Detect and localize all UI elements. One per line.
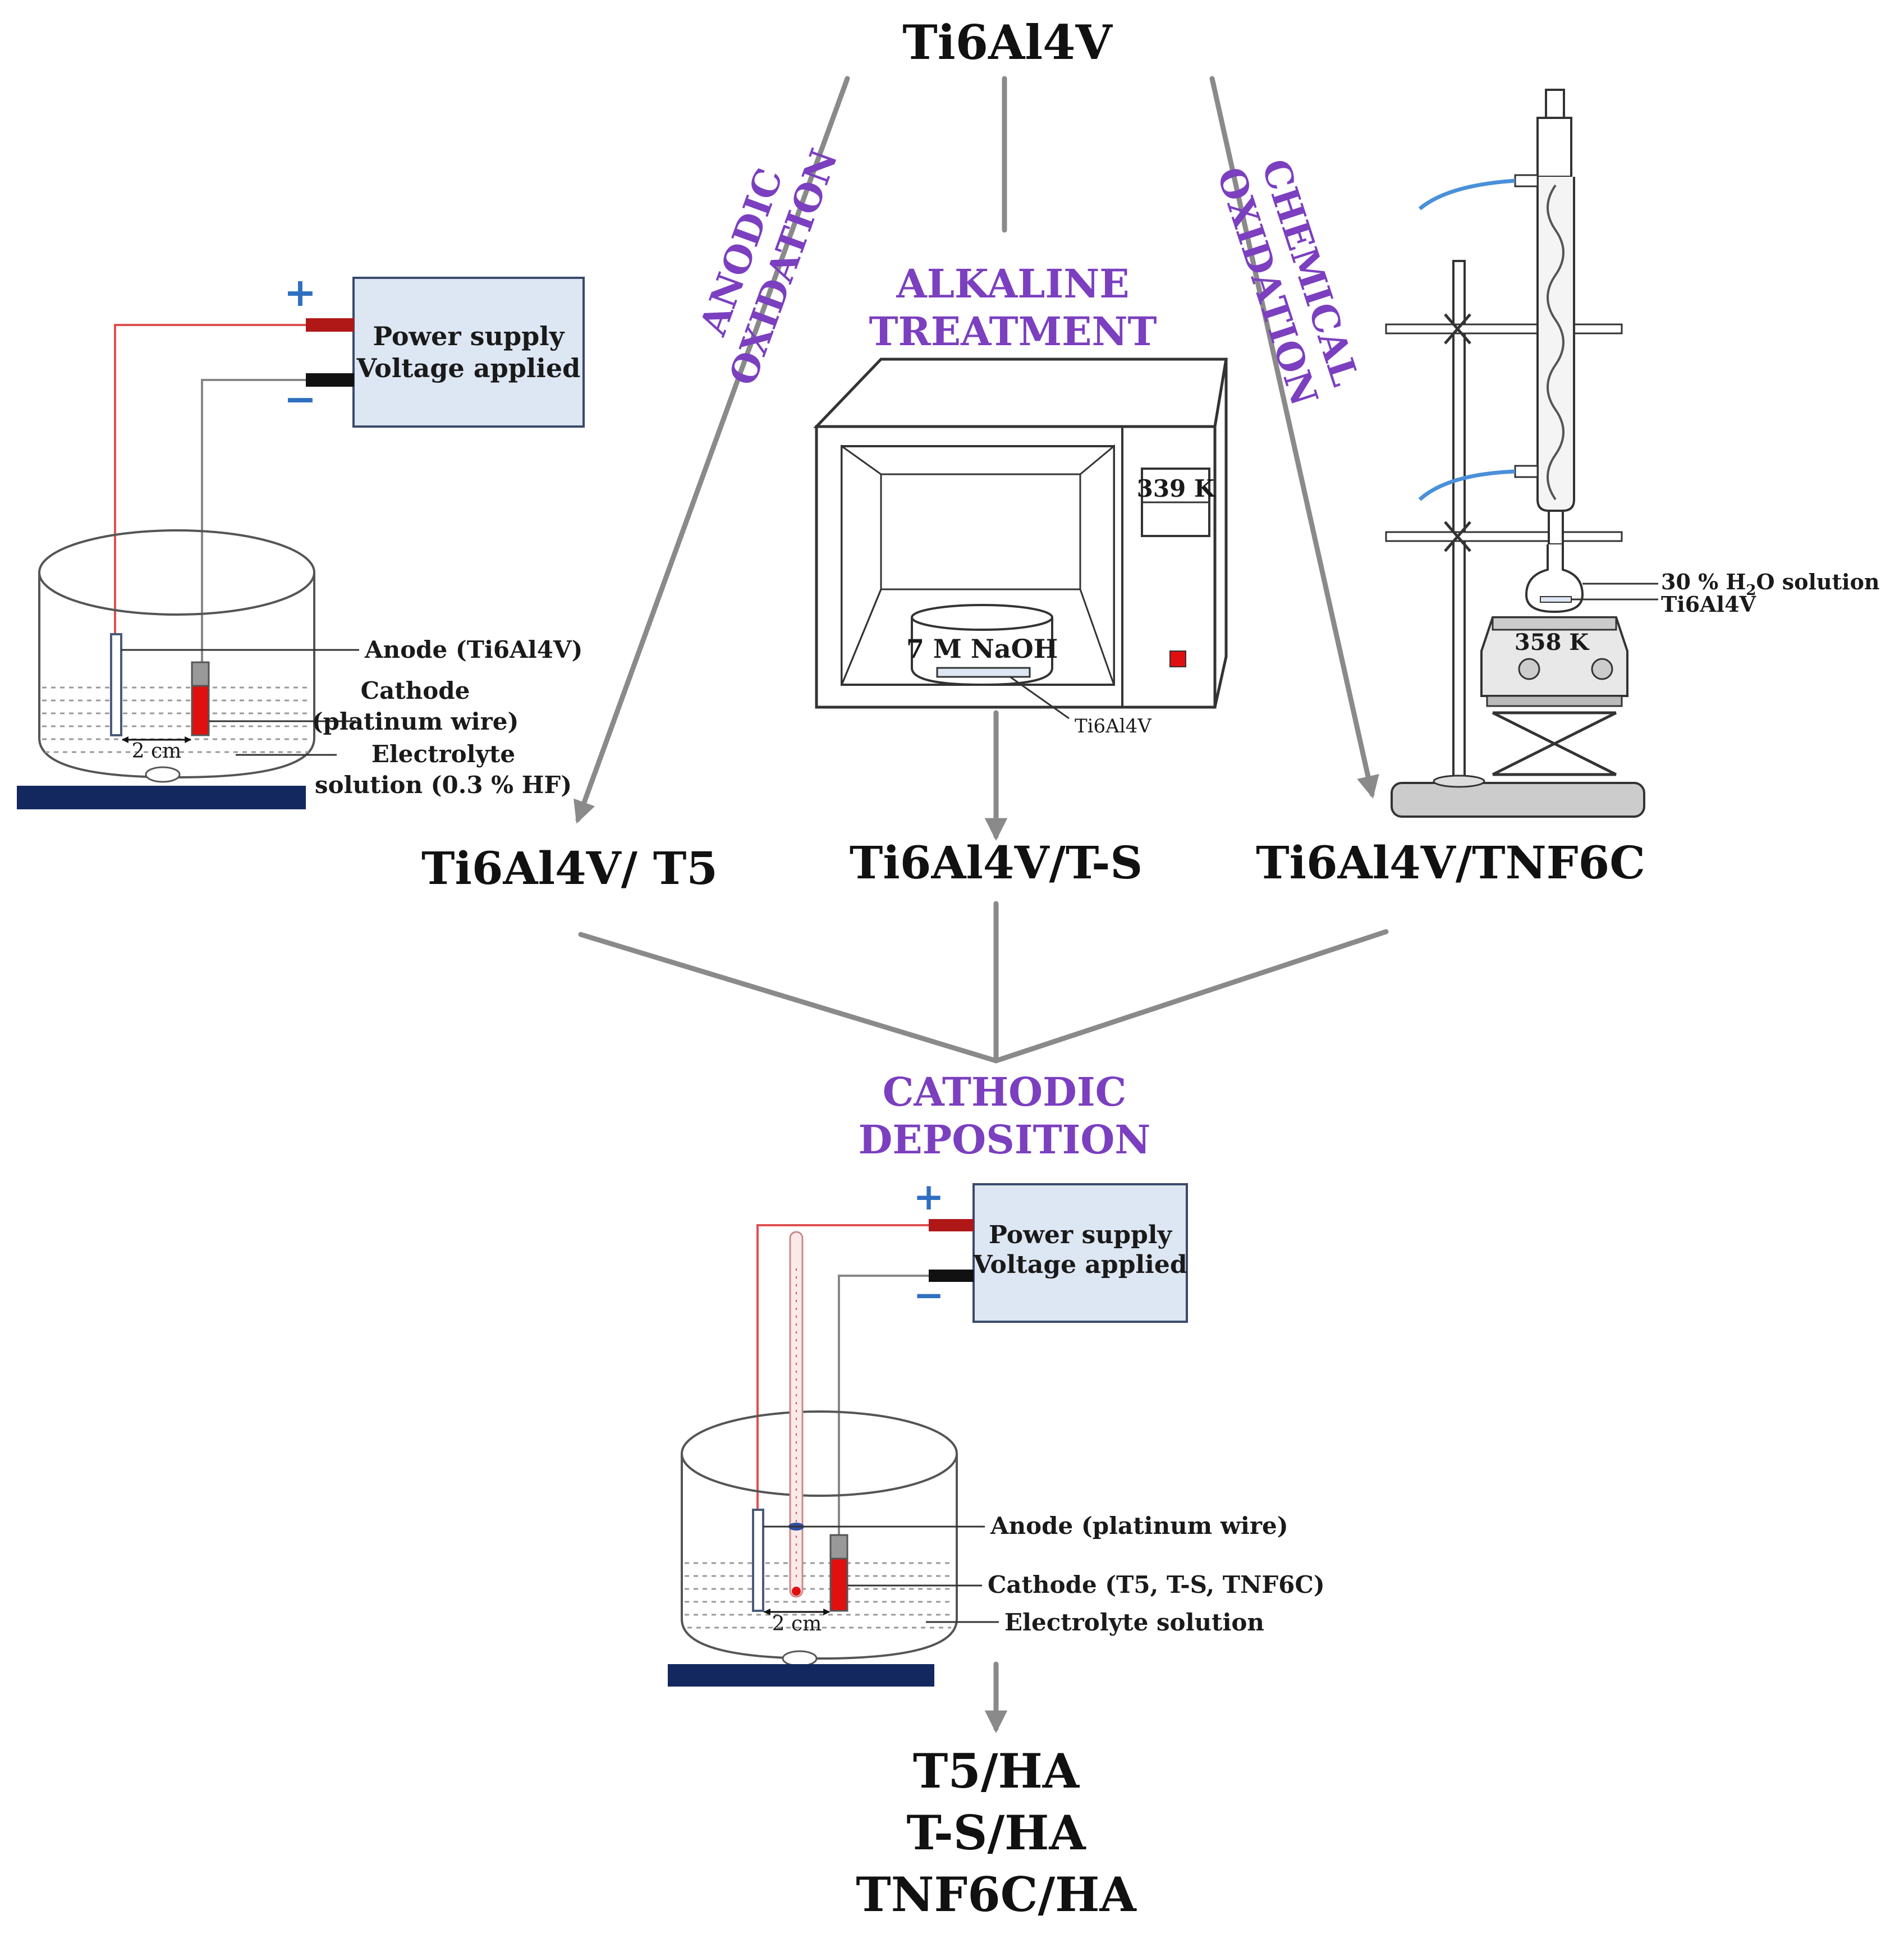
anode-electrode bbox=[110, 633, 122, 736]
svg-text:TREATMENT: TREATMENT bbox=[869, 308, 1157, 355]
svg-text:Electrolyte: Electrolyte bbox=[371, 740, 515, 768]
beaker-body-2 bbox=[681, 1454, 958, 1660]
svg-text:Ti6Al4V: Ti6Al4V bbox=[1075, 715, 1152, 737]
svg-text:339 K: 339 K bbox=[1137, 475, 1215, 502]
svg-text:T5/HA: T5/HA bbox=[913, 1743, 1080, 1799]
svg-text:(platinum wire): (platinum wire) bbox=[312, 708, 519, 735]
anodic-setup: Power supply Voltage applied + − 2 cm bbox=[17, 269, 585, 809]
base-plate bbox=[17, 786, 306, 809]
hose-bottom bbox=[1418, 469, 1516, 501]
svg-text:TNF6C/HA: TNF6C/HA bbox=[856, 1867, 1137, 1922]
svg-text:Power supply: Power supply bbox=[373, 321, 565, 351]
svg-text:−: − bbox=[913, 1273, 944, 1317]
power-supply-box bbox=[352, 277, 585, 428]
beaker-rim bbox=[38, 529, 315, 616]
cathodic-deposition-label: CATHODIC DEPOSITION bbox=[859, 1069, 1151, 1163]
svg-text:solution (0.3 % HF): solution (0.3 % HF) bbox=[315, 771, 572, 799]
negative-terminal bbox=[306, 373, 354, 387]
plus-sign: + bbox=[284, 269, 317, 315]
electrolyte-liquid bbox=[42, 686, 311, 753]
merge-left bbox=[578, 932, 999, 1064]
top-material-label: Ti6Al4V bbox=[902, 15, 1113, 70]
product-chemical: Ti6Al4V/TNF6C bbox=[1256, 836, 1645, 889]
negative-wire bbox=[201, 379, 306, 662]
thermometer bbox=[789, 1231, 804, 1598]
cathode-cap bbox=[191, 661, 210, 687]
svg-text:2 cm: 2 cm bbox=[772, 1612, 822, 1635]
oven-sample bbox=[936, 667, 1031, 678]
arrow-chemical bbox=[1209, 76, 1379, 799]
anodic-oxidation-label: ANODIC OXIDATION bbox=[691, 143, 846, 391]
arrow-anodic bbox=[574, 76, 850, 824]
lab-jack bbox=[1492, 711, 1617, 776]
svg-text:Power supply: Power supply bbox=[989, 1221, 1173, 1249]
cathode-electrode-2 bbox=[829, 1557, 848, 1612]
hose-top bbox=[1418, 178, 1516, 210]
svg-text:ALKALINE: ALKALINE bbox=[896, 260, 1129, 307]
svg-text:2 cm: 2 cm bbox=[132, 740, 182, 763]
svg-text:Voltage applied: Voltage applied bbox=[972, 1250, 1187, 1279]
alkaline-treatment-label: ALKALINE TREATMENT bbox=[869, 260, 1157, 355]
svg-text:DEPOSITION: DEPOSITION bbox=[859, 1116, 1151, 1163]
reflux-apparatus: 358 K 30 % H2O solution Ti6Al4V bbox=[1385, 89, 1880, 818]
oven-illustration: 339 K 7 M NaOH Ti6Al4V bbox=[813, 358, 1228, 737]
oven-knob bbox=[1169, 650, 1186, 667]
svg-text:7 M NaOH: 7 M NaOH bbox=[906, 634, 1058, 664]
positive-wire bbox=[114, 324, 306, 634]
svg-text:T-S/HA: T-S/HA bbox=[906, 1805, 1086, 1861]
svg-text:CATHODIC: CATHODIC bbox=[883, 1069, 1127, 1115]
svg-text:Cathode: Cathode bbox=[361, 677, 470, 704]
round-flask bbox=[1525, 544, 1584, 613]
plate-knob-right bbox=[1591, 658, 1613, 680]
svg-text:Anode (Ti6Al4V): Anode (Ti6Al4V) bbox=[364, 636, 582, 663]
plate-knob-left bbox=[1518, 658, 1540, 680]
positive-terminal-2 bbox=[929, 1219, 974, 1231]
flow-arrows bbox=[574, 76, 1389, 1734]
deposition-setup: Power supply Voltage applied + − 2 cm bbox=[668, 1175, 1325, 1687]
final-products: T5/HA T-S/HA TNF6C/HA bbox=[856, 1743, 1137, 1922]
positive-terminal bbox=[306, 318, 354, 332]
negative-terminal-2 bbox=[929, 1270, 974, 1282]
chemical-oxidation-label: CHEMICAL OXIDATION bbox=[1209, 154, 1368, 411]
svg-text:30 % H2O solution: 30 % H2O solution bbox=[1661, 569, 1880, 599]
svg-text:Electrolyte solution: Electrolyte solution bbox=[1004, 1609, 1264, 1636]
base-plate-2 bbox=[668, 1664, 934, 1687]
svg-text:Ti6Al4V: Ti6Al4V bbox=[1661, 592, 1757, 617]
svg-text:Voltage applied: Voltage applied bbox=[356, 353, 581, 383]
merge-right bbox=[993, 929, 1389, 1064]
flask-sample bbox=[1540, 596, 1572, 603]
power-supply-box-2 bbox=[972, 1183, 1188, 1323]
stir-bar bbox=[145, 766, 181, 783]
svg-text:358 K: 358 K bbox=[1515, 629, 1589, 656]
cathode-electrode bbox=[191, 685, 210, 736]
minus-sign: − bbox=[284, 375, 317, 422]
anode-electrode-2 bbox=[752, 1509, 764, 1612]
svg-text:+: + bbox=[913, 1175, 944, 1218]
product-anodic: Ti6Al4V/ T5 bbox=[421, 842, 718, 895]
product-alkaline: Ti6Al4V/T-S bbox=[850, 836, 1143, 889]
svg-text:Cathode (T5, T-S, TNF6C): Cathode (T5, T-S, TNF6C) bbox=[988, 1571, 1325, 1598]
svg-text:Anode (platinum wire): Anode (platinum wire) bbox=[990, 1512, 1288, 1540]
